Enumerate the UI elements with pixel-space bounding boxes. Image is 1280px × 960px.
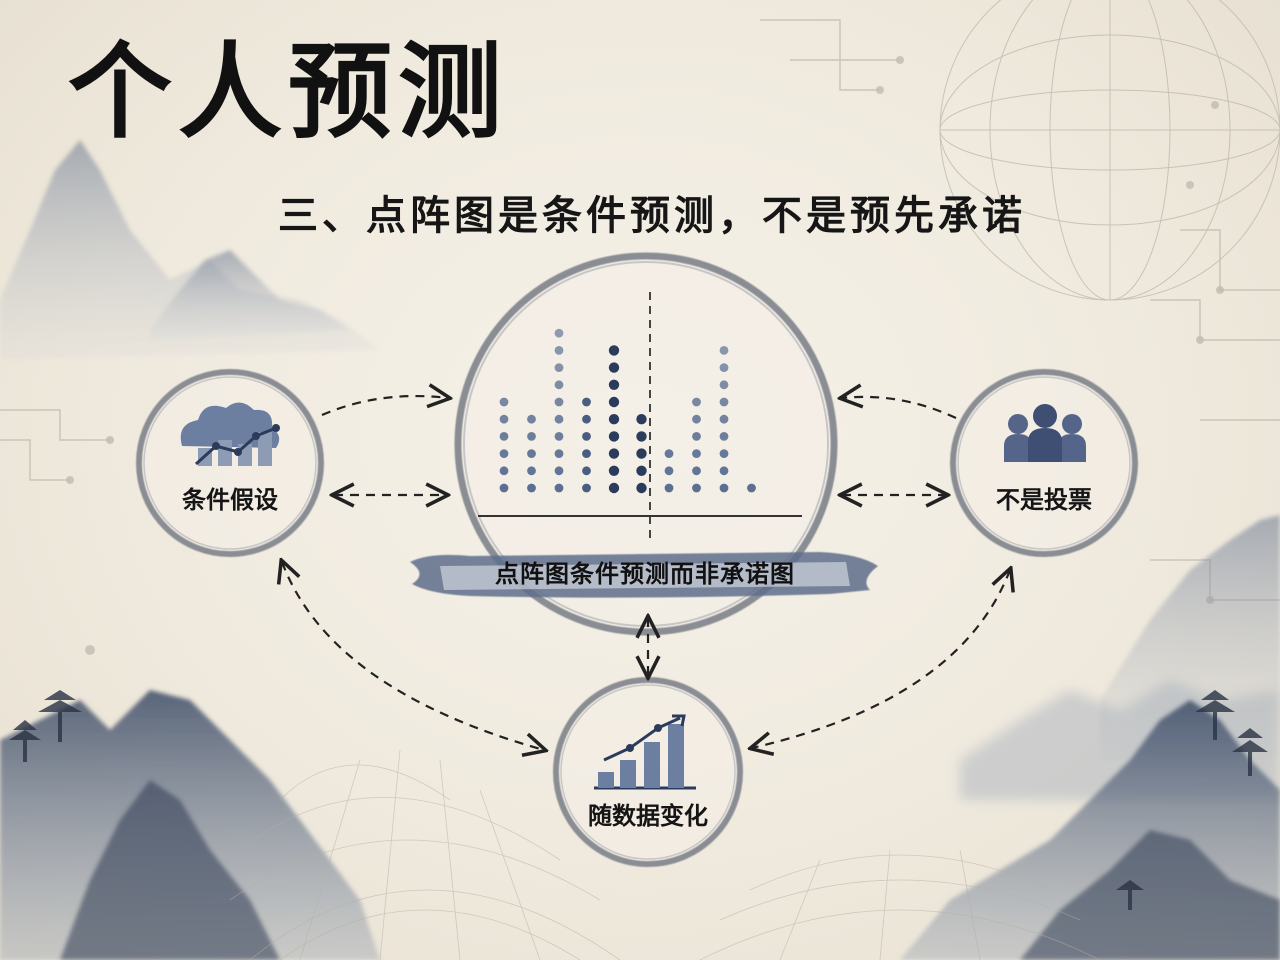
dot-plot-dot	[719, 466, 729, 476]
node-left-label: 条件假设	[182, 485, 278, 514]
dot-plot-dot	[692, 397, 701, 407]
center-circle	[454, 252, 838, 636]
node-right-circle	[950, 369, 1138, 557]
pine-trees	[9, 690, 1268, 910]
dot-plot-dot	[608, 379, 620, 390]
dot-plot-dot	[554, 328, 564, 338]
dot-plot-dot	[719, 449, 729, 458]
dot-plot-dot	[664, 483, 674, 493]
dot-plot-dot	[499, 397, 509, 407]
bar-trend-icon	[594, 714, 696, 790]
dot-plot-dot	[719, 380, 729, 390]
dot-plot-dot	[527, 449, 536, 458]
arrow-left-bottom-bidirectional	[282, 562, 544, 750]
page-title: 个人预测	[68, 30, 509, 153]
node-left-circle	[136, 369, 324, 557]
arrow-right-bottom-bidirectional	[752, 570, 1010, 748]
dot-plot-dot	[608, 431, 620, 442]
dot-plot-dot	[608, 482, 620, 494]
circuit-lines	[0, 19, 1280, 601]
node-bottom-circle	[553, 677, 743, 867]
dot-plot-dot	[527, 483, 536, 493]
dot-plot-dot	[499, 466, 509, 476]
dot-plot-dot	[608, 362, 620, 373]
dot-plot-dot	[582, 466, 591, 476]
node-bottom-label: 随数据变化	[588, 801, 708, 830]
globe-grid	[939, 0, 1280, 301]
dot-plot-dot	[499, 483, 509, 493]
dot-plot-dot	[636, 482, 647, 494]
dot-plot	[499, 328, 756, 494]
cloud-trend-icon	[180, 402, 280, 466]
dot-plot-dot	[554, 449, 564, 458]
dot-plot-dot	[608, 414, 620, 425]
center-banner-label: 点阵图条件预测而非承诺图	[495, 559, 795, 588]
dot-plot-dot	[554, 483, 564, 493]
dot-plot-dot	[608, 345, 620, 356]
dot-plot-dot	[719, 397, 729, 407]
dot-plot-dot	[664, 466, 674, 476]
dot-plot-dot	[747, 483, 756, 493]
dot-plot-dot	[692, 414, 701, 424]
dot-plot-dot	[636, 414, 647, 425]
dot-plot-dot	[692, 432, 701, 441]
dot-plot-dot	[719, 363, 729, 372]
dot-plot-dot	[554, 397, 564, 407]
dot-plot-dot	[692, 466, 701, 476]
dot-plot-dot	[527, 414, 536, 424]
dot-plot-dot	[636, 465, 647, 476]
node-right-label: 不是投票	[996, 485, 1092, 514]
dot-plot-dot	[554, 363, 564, 372]
dot-plot-dot	[554, 432, 564, 441]
dot-plot-dot	[692, 483, 701, 493]
dot-plot-dot	[582, 414, 591, 424]
dot-plot-dot	[554, 466, 564, 476]
dot-plot-dot	[664, 449, 674, 458]
mesh-terrain	[229, 749, 1101, 960]
dot-plot-dot	[582, 432, 591, 441]
dot-plot-dot	[499, 414, 509, 424]
dot-plot-dot	[719, 346, 729, 355]
dot-plot-dot	[527, 432, 536, 441]
arrow-right-to-center-top	[842, 397, 957, 419]
people-icon	[1004, 404, 1086, 462]
dot-plot-dot	[499, 432, 509, 441]
dot-plot-dot	[608, 465, 620, 476]
dot-plot-dot	[608, 448, 620, 459]
dot-plot-dot	[636, 448, 647, 459]
dot-plot-dot	[554, 346, 564, 355]
dot-plot-dot	[582, 449, 591, 458]
arrows	[282, 396, 1010, 750]
dot-plot-dot	[582, 397, 591, 407]
dot-plot-dot	[719, 414, 729, 424]
arrow-left-to-center-top	[321, 396, 448, 417]
dot-plot-dot	[719, 483, 729, 493]
page-subtitle: 三、点阵图是条件预测，不是预先承诺	[278, 192, 1026, 239]
dot-plot-dot	[608, 396, 620, 408]
dot-plot-dot	[499, 449, 509, 458]
dot-plot-dot	[527, 466, 536, 476]
dot-plot-dot	[554, 380, 564, 390]
dot-plot-dot	[582, 483, 591, 493]
dot-plot-dot	[554, 414, 564, 424]
dot-plot-dot	[636, 431, 647, 442]
dot-plot-dot	[692, 449, 701, 458]
dot-plot-dot	[719, 432, 729, 441]
mountain-mid-left	[150, 250, 350, 340]
